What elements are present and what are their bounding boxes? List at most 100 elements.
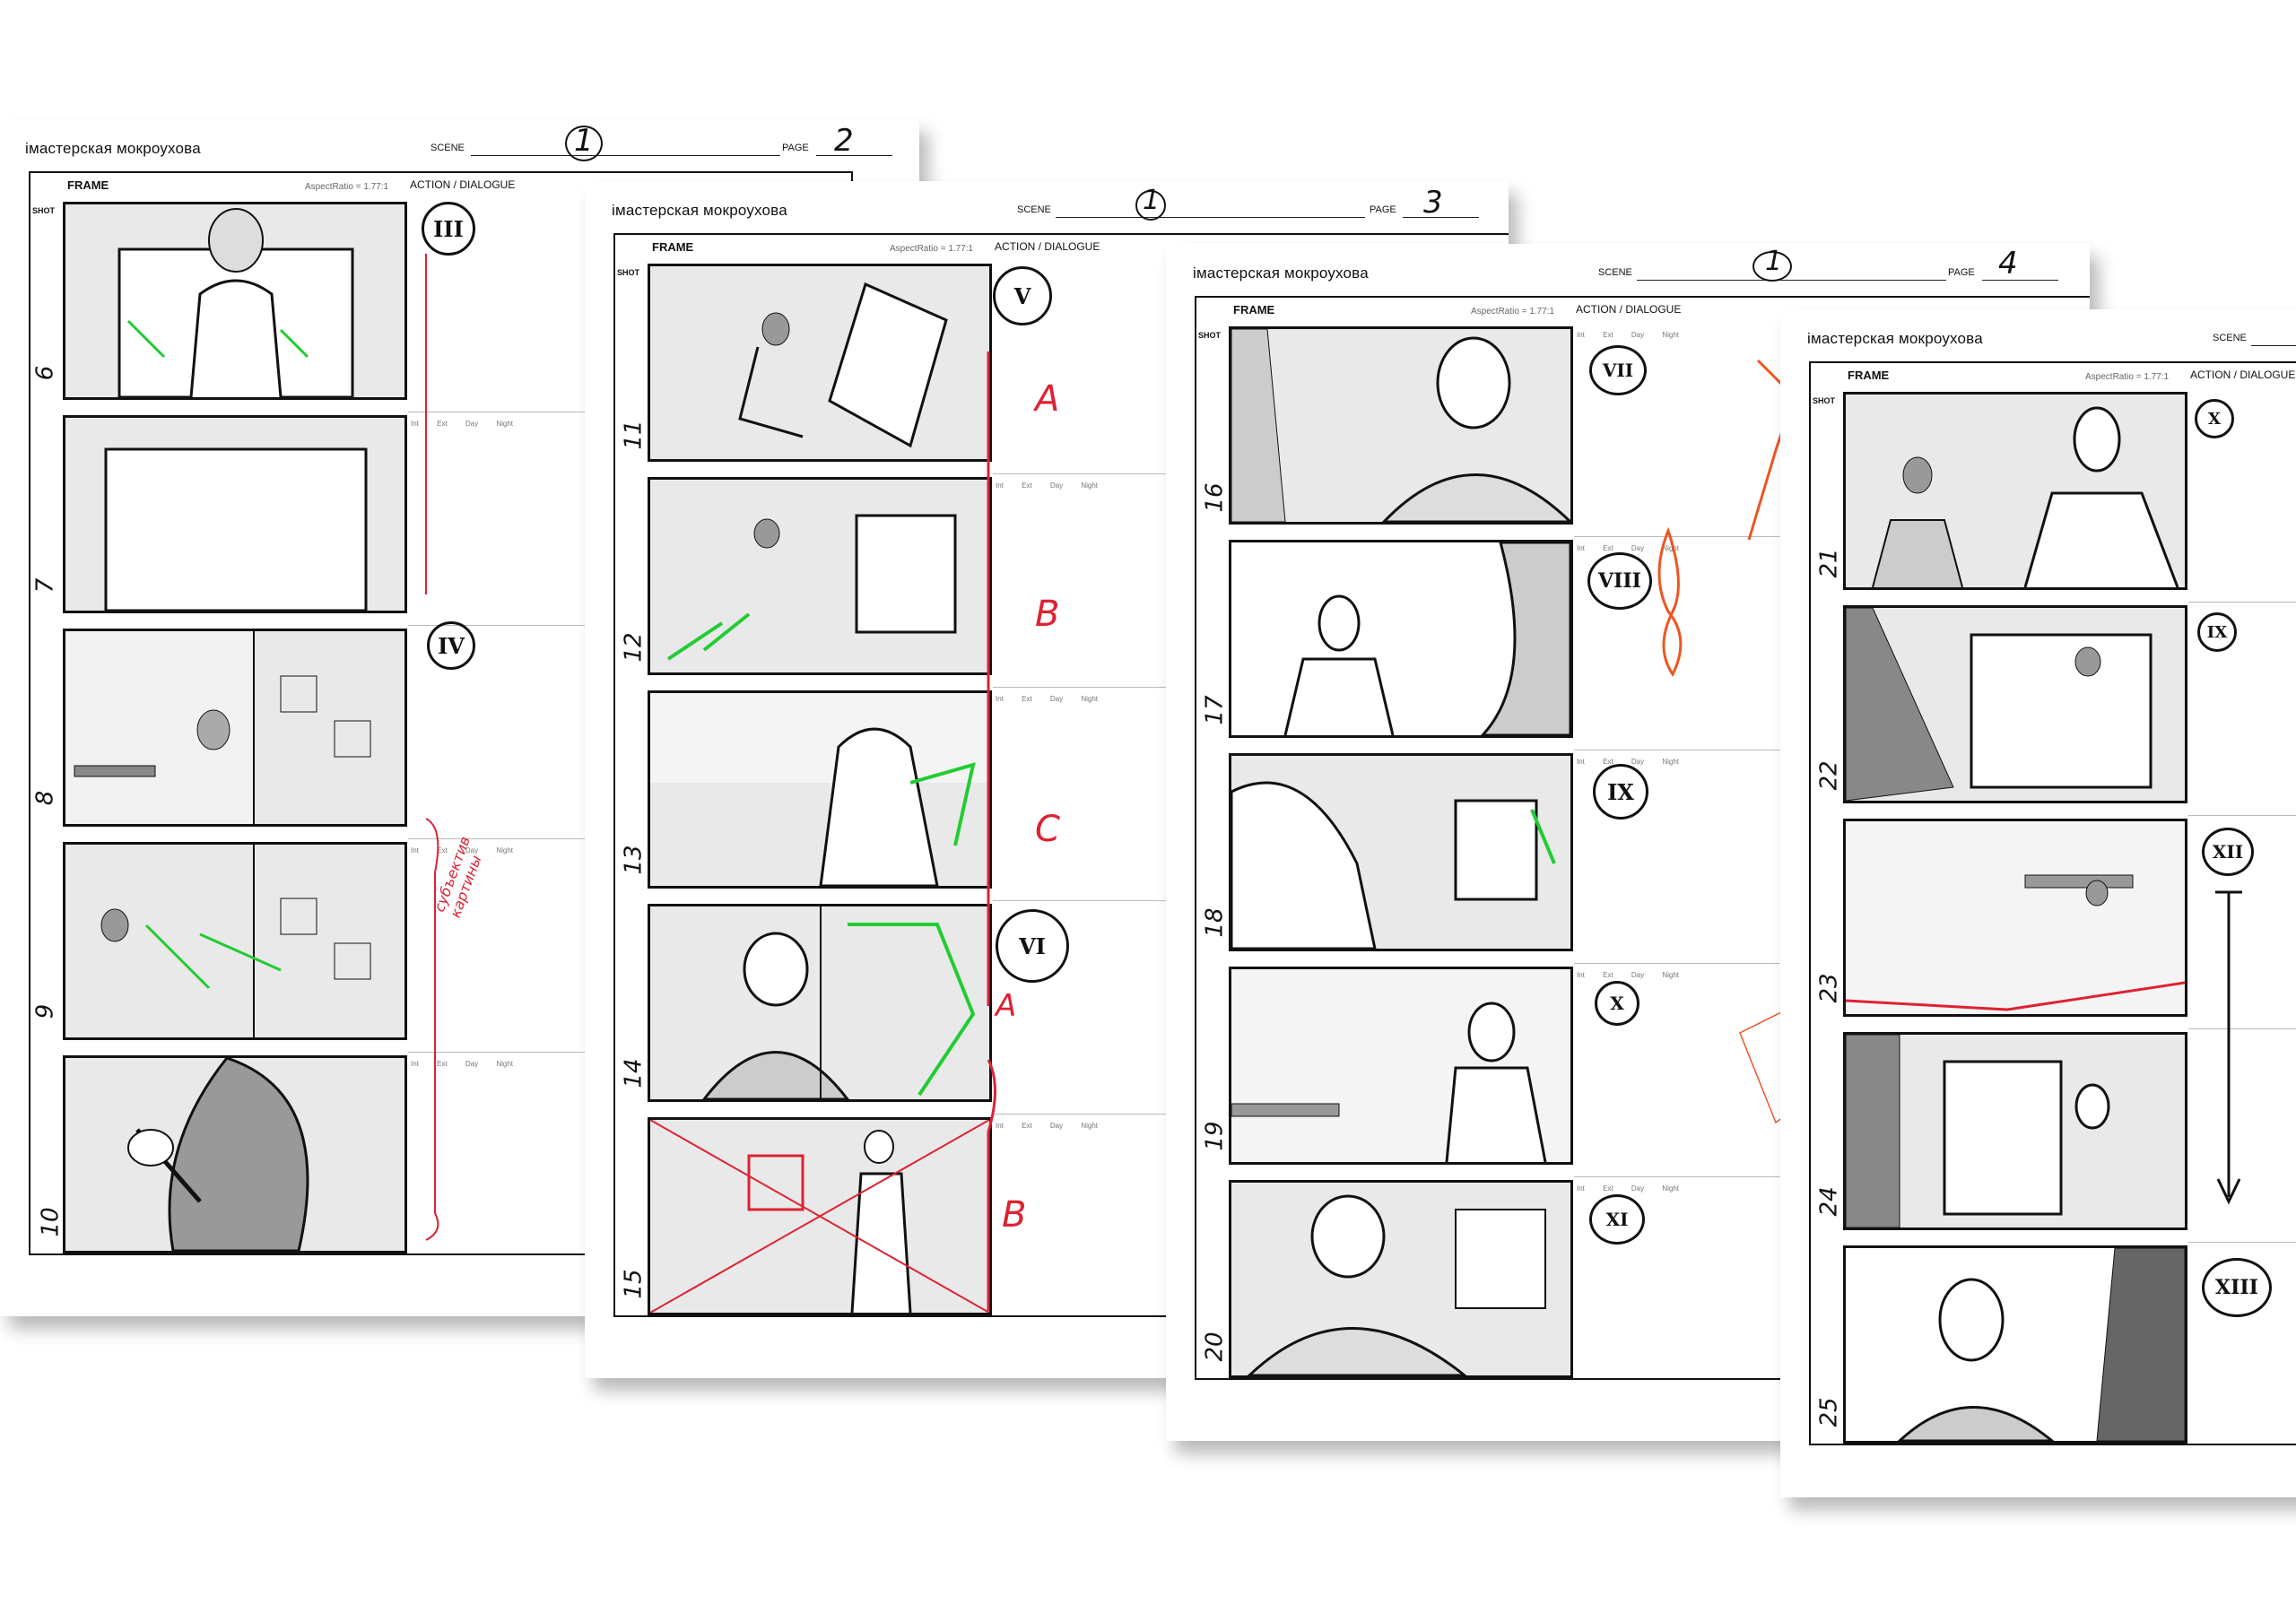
panel-25 [1843,1245,2187,1444]
shot-roman-IX: IX [1593,764,1648,820]
storyboard-grid [1195,296,2090,1380]
scene-circle [1752,251,1792,282]
studio-name: імастерская мокроухова [612,202,787,219]
shot-roman-XII: XII [2202,828,2254,876]
panel-number-14: 14 [620,1058,648,1089]
panel-number-13: 13 [620,845,648,875]
scene-label: SCENE [2213,333,2247,343]
panel-number-19: 19 [1201,1121,1229,1151]
panel-tags: Int Ext Day Night [1577,758,1680,766]
panel-number-11: 11 [620,420,648,450]
panel-tags: Int Ext Day Night [411,1060,514,1068]
studio-name: імастерская мокроухова [1807,330,1983,347]
shot-roman-VIII: VIII [1587,552,1652,610]
aspect-ratio: AspectRatio = 1.77:1 [305,182,389,192]
panel-number-6: 6 [31,365,59,381]
page-number: 2 [834,123,854,159]
panel-tags: Int Ext Day Night [996,695,1099,703]
panel-tags: Int Ext Day Night [1577,544,1680,552]
panel-tags: Int Ext Day Night [1577,1184,1680,1193]
frame-header: FRAME [1233,303,1275,317]
frame-header: FRAME [652,240,694,254]
annotation-letter: B [1002,1194,1027,1236]
scene-circle [1135,190,1166,221]
shot-label: SHOT [32,206,56,215]
panel-number-15: 15 [620,1269,648,1299]
studio-name: імастерская мокроухова [1193,265,1369,282]
panel-23 [1843,819,2187,1017]
scene-label: SCENE [430,143,465,153]
shot-roman-XI: XI [1589,1194,1645,1245]
row-divider [2188,1028,2296,1029]
page-label: PAGE [1370,204,1396,215]
annotation-letter: B [1035,594,1060,635]
page-label: PAGE [1948,267,1975,278]
panel-number-10: 10 [37,1207,65,1237]
panel-number-21: 21 [1815,548,1843,578]
page-line [816,155,892,156]
panel-tags: Int Ext Day Night [1577,971,1680,979]
annotation-letter: C [1035,809,1060,850]
panel-number-22: 22 [1815,760,1843,791]
scene-circle [565,126,603,161]
panel-24 [1843,1032,2187,1230]
storyboard-sheet-partial: імастерская мокроухова SCENE FRAME Aspec… [1780,309,2296,1497]
shot-roman-IV: IV [427,621,475,670]
panel-8 [63,629,407,827]
action-header: ACTION / DIALOGUE [2190,369,2296,381]
shot-label: SHOT [617,268,640,277]
page-number: 4 [1998,246,2018,282]
shot-roman-X: X [1595,981,1639,1026]
scene-label: SCENE [1598,267,1632,278]
action-header: ACTION / DIALOGUE [410,178,516,191]
annotation-letter: A [996,988,1017,1024]
scene-line [1056,217,1365,218]
shot-roman-XIII: XIII [2202,1258,2272,1317]
row-divider [2188,602,2296,603]
panel-tags: Int Ext Day Night [996,1122,1099,1130]
row-divider [2188,1242,2296,1243]
shot-roman-X: X [2195,399,2234,438]
panel-14 [648,904,992,1102]
aspect-ratio: AspectRatio = 1.77:1 [890,244,974,254]
panel-18 [1229,753,1573,951]
page-line [1982,280,2058,281]
panel-number-17: 17 [1201,695,1229,725]
panel-10 [63,1055,407,1253]
panel-number-24: 24 [1815,1186,1843,1217]
page-line [1403,217,1479,218]
studio-name: імастерская мокроухова [25,140,201,157]
panel-number-7: 7 [31,577,59,594]
panel-number-12: 12 [620,632,648,663]
scene-line [1637,280,1946,281]
shot-roman-V: V [993,266,1052,325]
panel-tags: Int Ext Day Night [1577,331,1680,339]
shot-roman-VI: VI [996,909,1069,983]
scene-line [471,155,780,156]
action-header: ACTION / DIALOGUE [995,240,1100,253]
storyboard-grid [613,233,1509,1317]
aspect-ratio: AspectRatio = 1.77:1 [1471,307,1555,317]
shot-roman-III: III [422,202,475,256]
shot-label: SHOT [1198,331,1222,340]
panel-19 [1229,967,1573,1165]
panel-tags: Int Ext Day Night [411,846,514,854]
panel-number-8: 8 [31,790,59,806]
panel-21 [1843,392,2187,590]
panel-9 [63,842,407,1040]
frame-header: FRAME [1848,369,1890,382]
panel-number-23: 23 [1815,973,1843,1003]
panel-number-25: 25 [1815,1397,1843,1427]
panel-number-16: 16 [1201,482,1229,513]
action-header: ACTION / DIALOGUE [1576,303,1682,316]
annotation-letter: A [1035,378,1060,420]
frame-header: FRAME [67,178,109,192]
row-divider [2188,815,2296,816]
panel-13 [648,690,992,889]
timing-marker [425,254,439,1241]
panel-number-9: 9 [31,1003,59,1019]
panel-11 [648,264,992,462]
page-number: 3 [1423,185,1443,221]
timing-marker [987,351,996,1311]
panel-12 [648,477,992,675]
